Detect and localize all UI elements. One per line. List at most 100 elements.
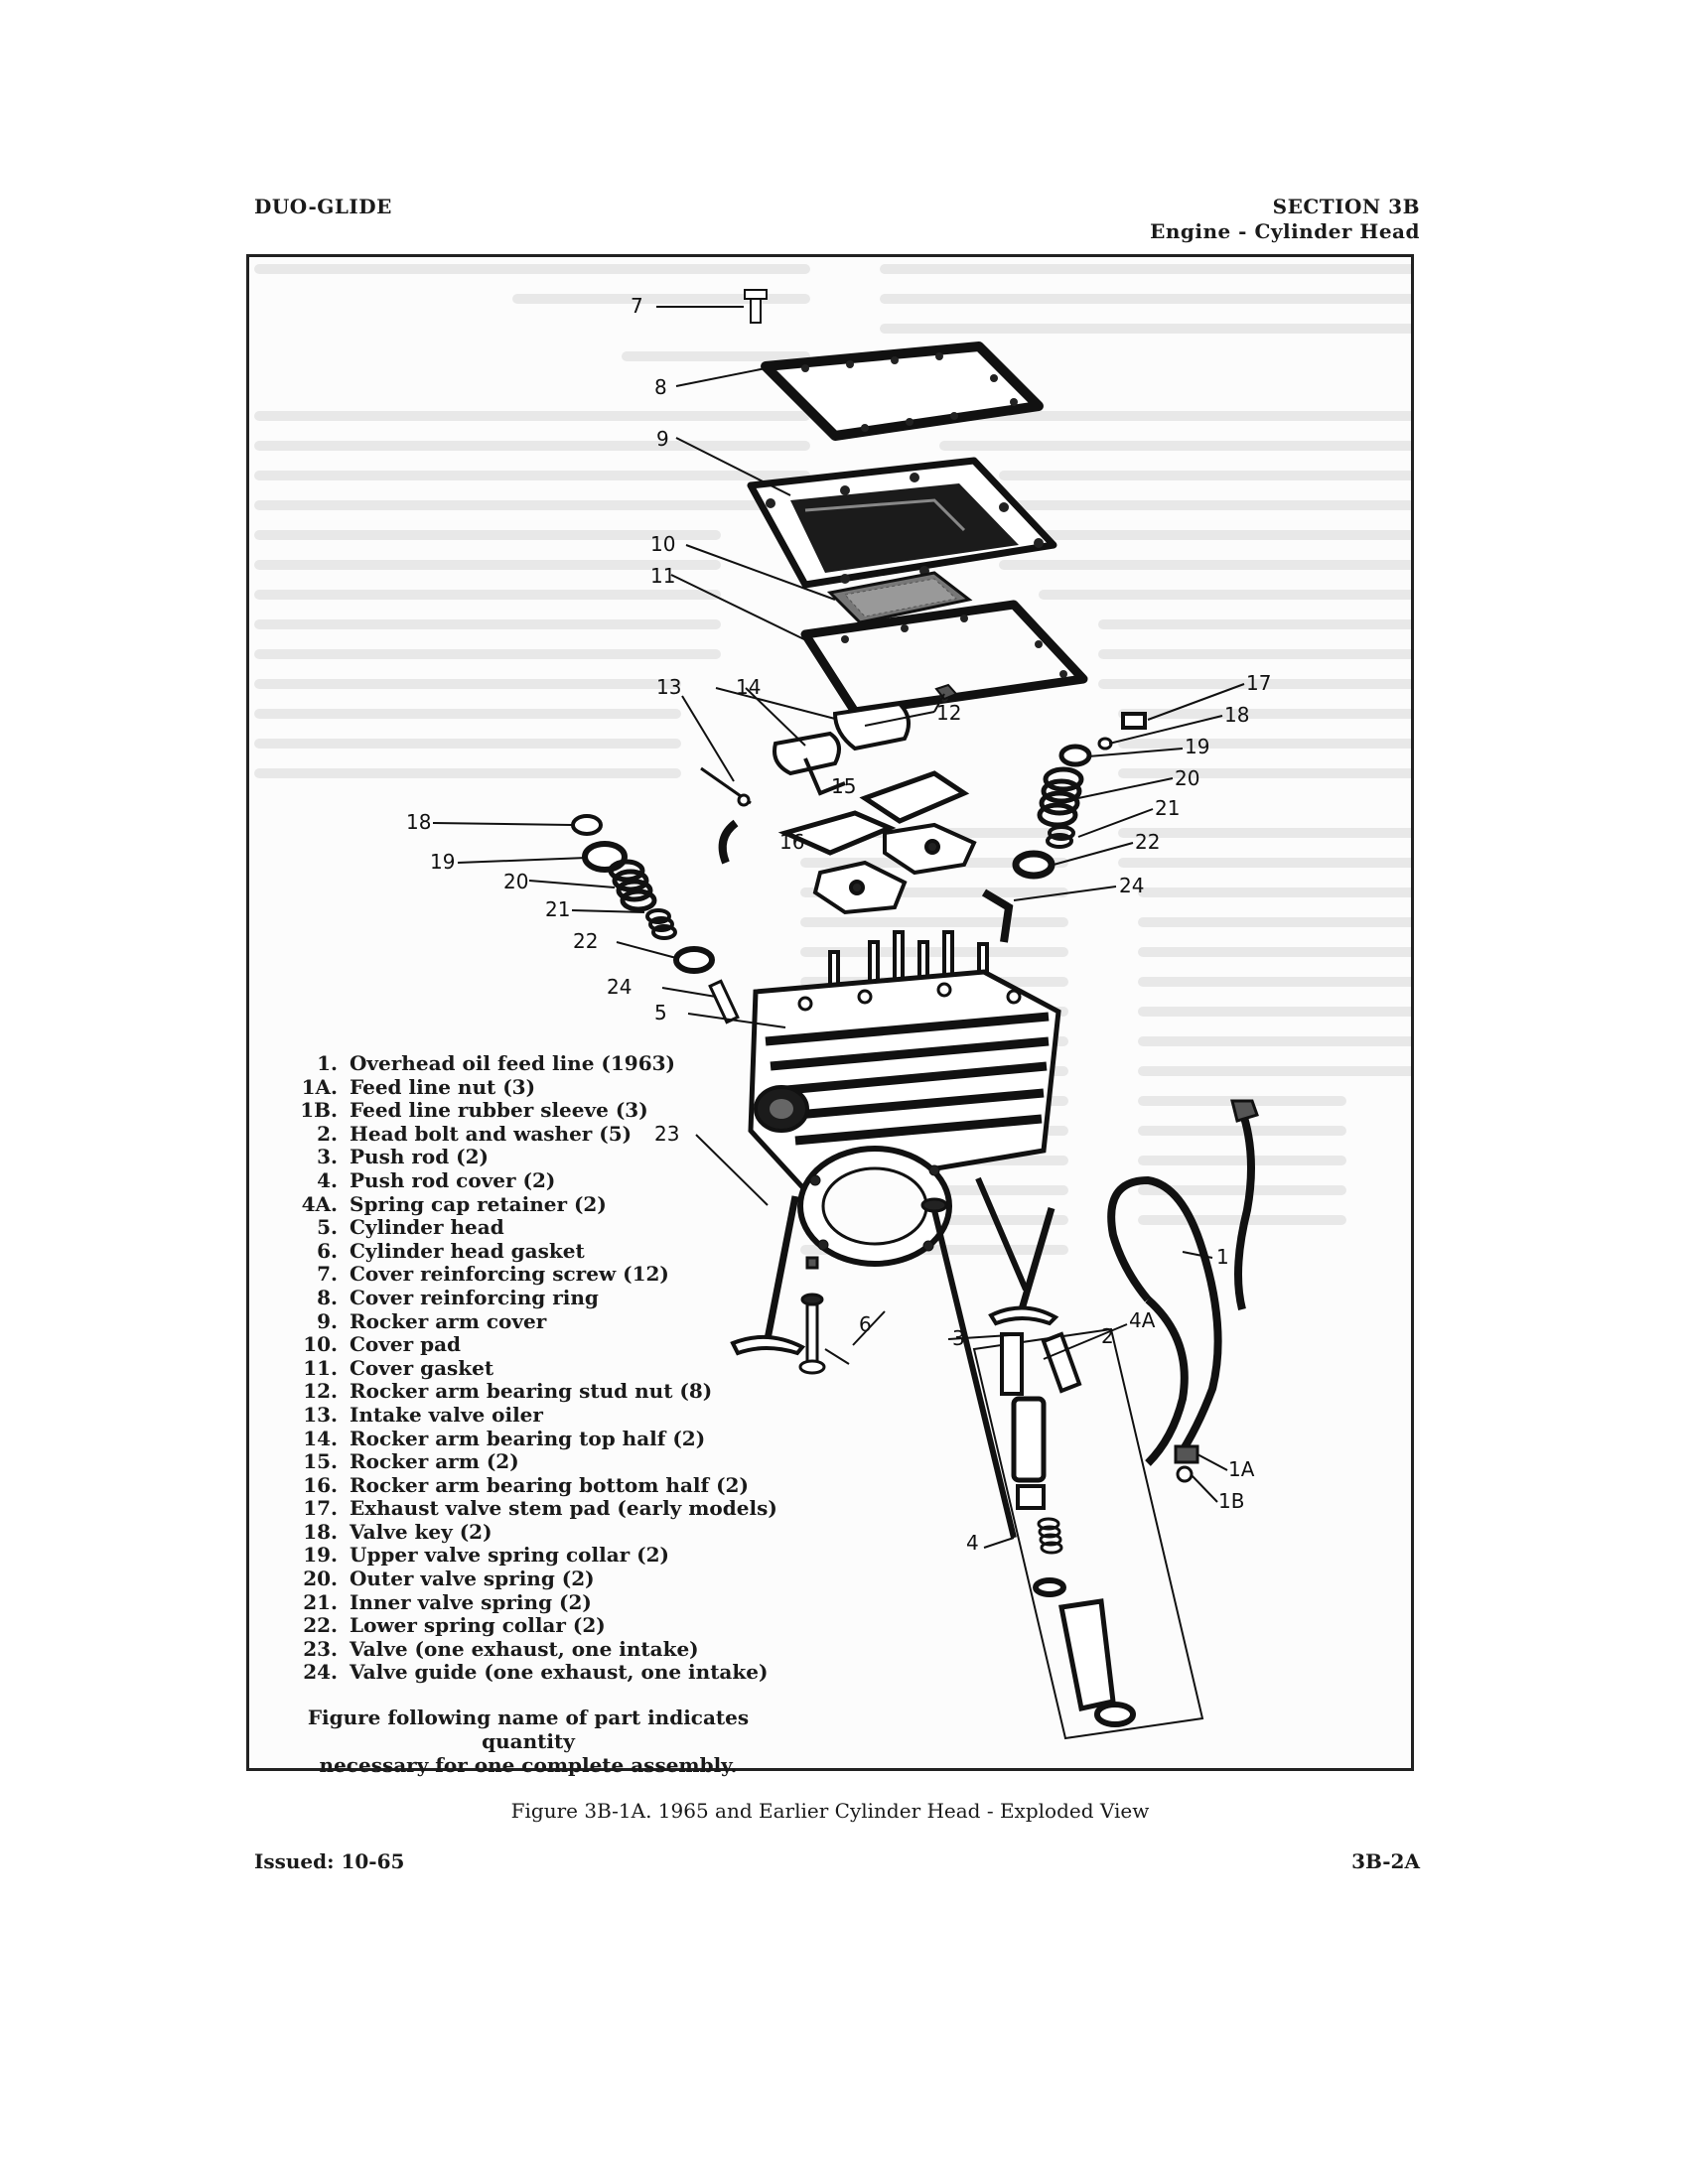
callout-10: 10 (650, 532, 675, 556)
legend-item-number: 2. (317, 1121, 338, 1146)
legend-item-label: Valve key (2) (350, 1519, 492, 1544)
legend-item-label: Rocker arm bearing top half (2) (350, 1426, 706, 1450)
legend-item: 11. Cover gasket (288, 1355, 804, 1381)
legend-item: 23.Valve (one exhaust, one intake) (288, 1636, 804, 1662)
callout-18-right: 18 (1224, 703, 1249, 727)
callout-1B: 1B (1218, 1489, 1244, 1513)
push-rod-drawing (920, 1176, 1029, 1539)
exploded-view-diagram: 7 8 9 10 11 13 14 12 17 18 19 20 21 22 2… (254, 264, 1411, 1740)
rocker-arm-bearing-bottom-drawing (812, 822, 977, 915)
legend-item-label: Cover reinforcing ring (350, 1285, 599, 1309)
callout-8: 8 (654, 375, 667, 399)
header-manual-title: DUO-GLIDE (254, 195, 392, 218)
legend-item-number: 19. (303, 1543, 338, 1568)
callout-14: 14 (736, 675, 761, 699)
callout-23: 23 (654, 1122, 679, 1146)
legend-item-label: Exhaust valve stem pad (early models) (350, 1496, 777, 1521)
legend-item-number: 1A. (301, 1074, 338, 1099)
legend-item: 1.Overhead oil feed line (1963) (288, 1051, 804, 1076)
legend-item-number: 22. (303, 1613, 338, 1638)
legend-item: 17. Exhaust valve stem pad (early models) (288, 1497, 804, 1521)
feed-line-nuts-drawing (1174, 1099, 1259, 1483)
callout-24-right: 24 (1119, 874, 1144, 897)
legend-item-number: 12. (303, 1379, 338, 1404)
legend-item-label: Head bolt and washer (5) (350, 1121, 633, 1146)
legend-item: 13. Intake valve oiler (288, 1402, 804, 1428)
legend-item-label: Push rod cover (2) (350, 1167, 556, 1192)
rocker-arm-cover-drawing (747, 457, 1057, 589)
legend-item-number: 1B. (300, 1098, 338, 1123)
legend-item-number: 3. (317, 1145, 338, 1169)
legend-item-number: 4A. (301, 1191, 338, 1216)
callout-19-left: 19 (430, 850, 455, 874)
cover-gasket-drawing (800, 600, 1088, 717)
quantity-note: Figure following name of part indicates … (270, 1706, 786, 1777)
rocker-arms-drawing (718, 770, 970, 865)
figure-frame: 7 8 9 10 11 13 14 12 17 18 19 20 21 22 2… (246, 254, 1414, 1771)
push-rod-cover-assembly-drawing (972, 1327, 1204, 1740)
legend-item: 20. Outer valve spring (2) (288, 1567, 804, 1591)
callout-19-right: 19 (1185, 735, 1209, 758)
cylinder-head-gasket-drawing (797, 1146, 952, 1267)
legend-item-label: Overhead oil feed line (1963) (350, 1051, 675, 1075)
legend-item-number: 20. (303, 1567, 338, 1591)
callout-16: 16 (779, 830, 804, 854)
header-section-number: SECTION 3B (1272, 195, 1420, 218)
legend-item: 7. Cover reinforcing screw (12) (288, 1263, 804, 1287)
legend-item-number: 21. (303, 1589, 338, 1614)
legend-item-number: 24. (303, 1660, 338, 1685)
legend-item: 15.Rocker arm (2) (288, 1449, 804, 1474)
callout-13: 13 (656, 675, 681, 699)
legend-item-label: Feed line rubber sleeve (3) (350, 1098, 648, 1123)
callout-2: 2 (1101, 1324, 1114, 1348)
legend-item-number: 18. (303, 1519, 338, 1544)
legend-item-number: 6. (317, 1238, 338, 1263)
legend-item-number: 7. (317, 1262, 338, 1287)
callout-3: 3 (952, 1326, 965, 1350)
legend-item: 12.Rocker arm bearing stud nut (8) (288, 1380, 804, 1404)
legend-item: 18. Valve key (2) (288, 1519, 804, 1545)
legend-item-label: Outer valve spring (2) (350, 1567, 595, 1591)
legend-item-label: Lower spring collar (2) (350, 1613, 606, 1638)
valve-drawing (730, 1195, 1059, 1356)
legend-item: 19. Upper valve spring collar (2) (288, 1544, 804, 1568)
legend-item: 9.Rocker arm cover (288, 1309, 804, 1334)
legend-item-label: Cover pad (350, 1332, 462, 1357)
legend-item: 3.Push rod (2) (288, 1146, 804, 1169)
callout-leader-lines (432, 306, 1245, 1549)
legend-item-number: 11. (303, 1355, 338, 1380)
intake-valve-oiler-drawing (700, 766, 752, 807)
callout-4: 4 (966, 1531, 979, 1555)
legend-item-label: Spring cap retainer (2) (350, 1191, 607, 1216)
callout-9: 9 (656, 427, 669, 451)
legend-item: 1B. Feed line rubber sleeve (3) (288, 1099, 804, 1123)
legend-item: 14.Rocker arm bearing top half (2) (288, 1426, 804, 1451)
legend-item-label: Valve (one exhaust, one intake) (350, 1636, 699, 1661)
legend-item: 1A.Feed line nut (3) (288, 1074, 804, 1100)
legend-item: 10.Cover pad (288, 1333, 804, 1357)
footer-issued-date: Issued: 10-65 (254, 1849, 405, 1873)
legend-item: 6.Cylinder head gasket (288, 1238, 804, 1264)
legend-item-number: 4. (317, 1167, 338, 1192)
legend-item-number: 17. (303, 1496, 338, 1521)
rocker-arm-bearing-top-drawing (773, 701, 911, 796)
callout-1: 1 (1216, 1245, 1229, 1269)
legend-item: 5.Cylinder head (288, 1216, 804, 1240)
callout-4A: 4A (1129, 1308, 1156, 1332)
legend-item-label: Cover reinforcing screw (12) (350, 1262, 669, 1287)
head-bolt-drawing (798, 1256, 826, 1375)
legend-item-label: Inner valve spring (2) (350, 1589, 592, 1614)
legend-item-label: Intake valve oiler (350, 1402, 543, 1427)
legend-item-label: Rocker arm (2) (350, 1449, 519, 1474)
left-valve-spring-stack-drawing (571, 814, 740, 1024)
figure-caption: Figure 3B-1A. 1965 and Earlier Cylinder … (510, 1799, 1150, 1823)
legend-item: 4A. Spring cap retainer (2) (288, 1191, 804, 1217)
legend-item-number: 13. (303, 1402, 338, 1427)
callout-labels: 7 8 9 10 11 13 14 12 17 18 19 20 21 22 2… (406, 294, 1271, 1555)
legend-item-number: 5. (317, 1215, 338, 1240)
legend-item-label: Cover gasket (350, 1355, 494, 1380)
cylinder-head-drawing (748, 930, 1061, 1193)
legend-item-label: Upper valve spring collar (2) (350, 1543, 670, 1568)
callout-22-right: 22 (1135, 830, 1160, 854)
legend-item: 22. Lower spring collar (2) (288, 1614, 804, 1638)
